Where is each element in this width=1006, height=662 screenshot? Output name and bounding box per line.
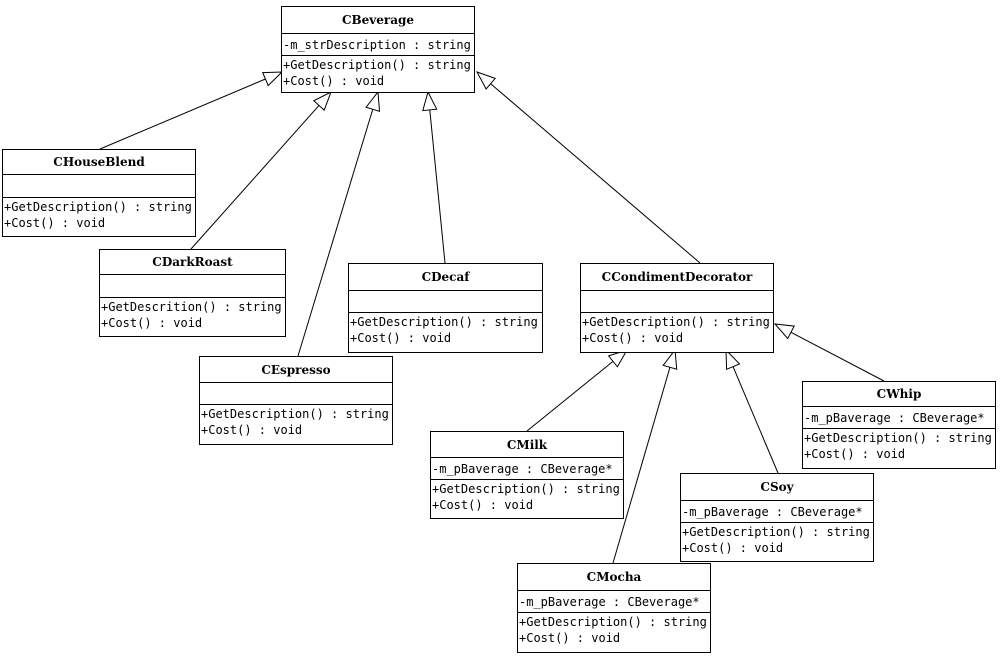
class-box-houseblend[interactable]: CHouseBlend +GetDescription() : string +Co… xyxy=(2,149,196,237)
operation-row: +GetDescription() : string xyxy=(350,315,538,329)
operations-compartment: +GetDescription() : string +Cost() : void xyxy=(200,405,392,444)
generalization-arrowhead-icon xyxy=(662,348,678,370)
generalization-arrowhead-icon xyxy=(475,71,497,90)
attributes-compartment: -m_pBaverage : CBeverage* xyxy=(518,591,710,613)
operation-row: +GetDescrition() : string xyxy=(101,300,282,314)
operation-row: +GetDescription() : string xyxy=(519,615,707,629)
operations-compartment: +GetDescription() : string +Cost() : void xyxy=(681,523,873,561)
class-name: CMilk xyxy=(431,432,623,458)
generalization-espresso-to-beverage xyxy=(297,90,381,357)
operation-row: +Cost() : void xyxy=(804,447,906,461)
operation-row: +Cost() : void xyxy=(283,74,385,88)
operations-compartment: +GetDescription() : string +Cost() : void xyxy=(431,480,623,518)
operation-row: +Cost() : void xyxy=(682,541,784,555)
generalization-line xyxy=(612,367,671,564)
attribute-row: -m_pBaverage : CBeverage* xyxy=(804,411,985,425)
attribute-row: -m_pBaverage : CBeverage* xyxy=(519,595,700,609)
attribute-row: -m_pBaverage : CBeverage* xyxy=(682,505,863,519)
operations-compartment: +GetDescription() : string +Cost() : void xyxy=(581,313,773,352)
generalization-arrowhead-icon xyxy=(773,323,795,340)
generalization-line xyxy=(526,360,614,432)
operation-row: +GetDescription() : string xyxy=(4,200,192,214)
class-name: CBeverage xyxy=(282,7,474,34)
operations-compartment: +GetDescription() : string +Cost() : void xyxy=(282,56,474,92)
generalization-condiment-to-beverage xyxy=(475,71,701,264)
generalization-arrowhead-icon xyxy=(312,90,332,111)
generalization-soy-to-condiment xyxy=(725,348,779,474)
operations-compartment: +GetDescrition() : string +Cost() : void xyxy=(100,298,285,336)
generalization-line xyxy=(99,78,266,150)
class-name: CDarkRoast xyxy=(100,250,285,275)
class-box-espresso[interactable]: CEspresso +GetDescription() : string +Cost… xyxy=(199,356,393,445)
class-name: CWhip xyxy=(803,382,995,407)
operation-row: +Cost() : void xyxy=(201,423,303,437)
attributes-compartment: -m_pBaverage : CBeverage* xyxy=(431,458,623,480)
generalization-line xyxy=(732,366,779,474)
operation-row: +GetDescription() : string xyxy=(283,58,471,72)
generalization-line xyxy=(490,83,701,264)
attributes-compartment: -m_strDescription : string xyxy=(282,34,474,56)
class-box-soy[interactable]: CSoy -m_pBaverage : CBeverage* +GetDescrip… xyxy=(680,473,874,562)
operation-row: +Cost() : void xyxy=(519,631,621,645)
operation-row: +GetDescription() : string xyxy=(201,407,389,421)
class-box-mocha[interactable]: CMocha -m_pBaverage : CBeverage* +GetDescr… xyxy=(517,563,711,653)
class-name: CSoy xyxy=(681,474,873,501)
operation-row: +GetDescription() : string xyxy=(804,431,992,445)
operations-compartment: +GetDescription() : string +Cost() : void xyxy=(803,429,995,468)
class-box-decaf[interactable]: CDecaf +GetDescription() : string +Cost() … xyxy=(348,263,543,353)
generalization-arrowhead-icon xyxy=(261,71,284,87)
class-name: CEspresso xyxy=(200,357,392,383)
attributes-compartment xyxy=(581,291,773,313)
attribute-row: -m_pBaverage : CBeverage* xyxy=(432,462,613,476)
operations-compartment: +GetDescription() : string +Cost() : void xyxy=(349,313,542,352)
operations-compartment: +GetDescription() : string +Cost() : void xyxy=(3,198,195,236)
class-box-whip[interactable]: CWhip -m_pBaverage : CBeverage* +GetDescri… xyxy=(802,381,996,469)
generalization-whip-to-condiment xyxy=(773,323,885,382)
operation-row: +Cost() : void xyxy=(432,498,534,512)
class-name: CDecaf xyxy=(349,264,542,291)
class-box-milk[interactable]: CMilk -m_pBaverage : CBeverage* +GetDescri… xyxy=(430,431,624,519)
generalization-decaf-to-beverage xyxy=(422,90,446,264)
class-box-darkroast[interactable]: CDarkRoast +GetDescrition() : string +Cost… xyxy=(99,249,286,337)
attributes-compartment: -m_pBaverage : CBeverage* xyxy=(681,501,873,523)
generalization-line xyxy=(297,109,374,357)
operations-compartment: +GetDescription() : string +Cost() : void xyxy=(518,613,710,652)
generalization-line xyxy=(429,109,446,264)
generalization-houseblend-to-beverage xyxy=(99,71,284,150)
class-name: CHouseBlend xyxy=(3,150,195,175)
generalization-milk-to-condiment xyxy=(526,349,629,432)
operation-row: +GetDescription() : string xyxy=(582,315,770,329)
operation-row: +GetDescription() : string xyxy=(432,482,620,496)
class-box-condiment[interactable]: CCondimentDecorator +GetDescription() : s… xyxy=(580,263,774,353)
operation-row: +Cost() : void xyxy=(350,331,452,345)
generalization-arrowhead-icon xyxy=(725,348,741,371)
attributes-compartment xyxy=(100,275,285,298)
generalization-mocha-to-condiment xyxy=(612,348,678,564)
operation-row: +Cost() : void xyxy=(101,316,203,330)
generalization-line xyxy=(790,331,885,382)
attribute-row: -m_strDescription : string xyxy=(283,38,471,52)
class-box-beverage[interactable]: CBeverage -m_strDescription : string +GetD… xyxy=(281,6,475,93)
attributes-compartment xyxy=(200,383,392,405)
generalization-arrowhead-icon xyxy=(365,90,381,112)
operation-row: +GetDescription() : string xyxy=(682,525,870,539)
attributes-compartment: -m_pBaverage : CBeverage* xyxy=(803,407,995,429)
class-name: CCondimentDecorator xyxy=(581,264,773,291)
generalization-arrowhead-icon xyxy=(422,90,438,112)
attributes-compartment xyxy=(3,175,195,198)
generalization-line xyxy=(190,105,320,250)
class-name: CMocha xyxy=(518,564,710,591)
operation-row: +Cost() : void xyxy=(582,331,684,345)
generalization-darkroast-to-beverage xyxy=(190,90,332,250)
operation-row: +Cost() : void xyxy=(4,216,106,230)
attributes-compartment xyxy=(349,291,542,313)
